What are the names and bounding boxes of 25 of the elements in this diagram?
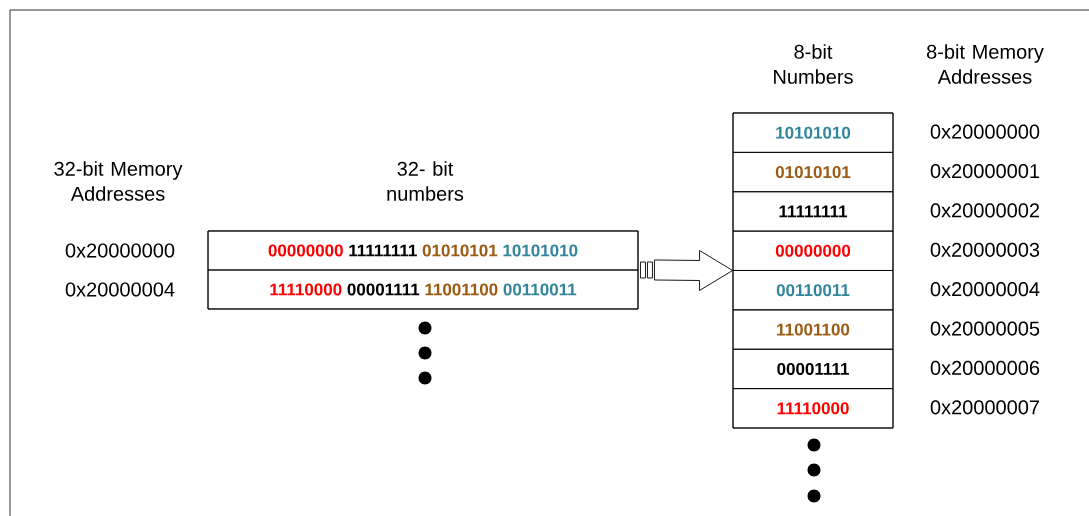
column-header: 8-bit Memory Addresses [926, 44, 1044, 84]
memory-row: 11110000 00001111 11001100 00110011 [207, 269, 639, 310]
address-label: 0x20000001 [930, 164, 1040, 179]
address-label: 0x20000003 [930, 242, 1040, 257]
memory-cell: 11110000 [732, 388, 894, 429]
address-label: 0x20000005 [930, 321, 1040, 336]
address-label: 0x20000000 [930, 124, 1040, 139]
memory-row: 00000000 11111111 01010101 10101010 [207, 230, 639, 271]
address-label: 0x20000002 [930, 203, 1039, 218]
address-label: 0x20000006 [930, 360, 1040, 375]
column-header: 8-bit Numbers [774, 44, 853, 84]
address-label: 0x20000004 [65, 282, 175, 297]
address-label: 0x20000007 [930, 400, 1039, 415]
address-label: 0x20000000 [65, 243, 175, 258]
memory-cell: 11001100 [732, 309, 894, 350]
address-label: 0x20000004 [930, 282, 1040, 297]
memory-cell: 00001111 [732, 348, 894, 390]
memory-cell: 00000000 [732, 230, 894, 271]
memory-cell: 01010101 [732, 151, 894, 193]
memory-cell: 10101010 [732, 112, 894, 153]
memory-cell: 00110011 [732, 270, 894, 311]
column-header: 32-bit Memory Addresses [54, 161, 183, 201]
column-header: 32- bit numbers [387, 161, 464, 201]
block-arrow [640, 250, 733, 291]
memory-cell: 11111111 [732, 191, 894, 232]
